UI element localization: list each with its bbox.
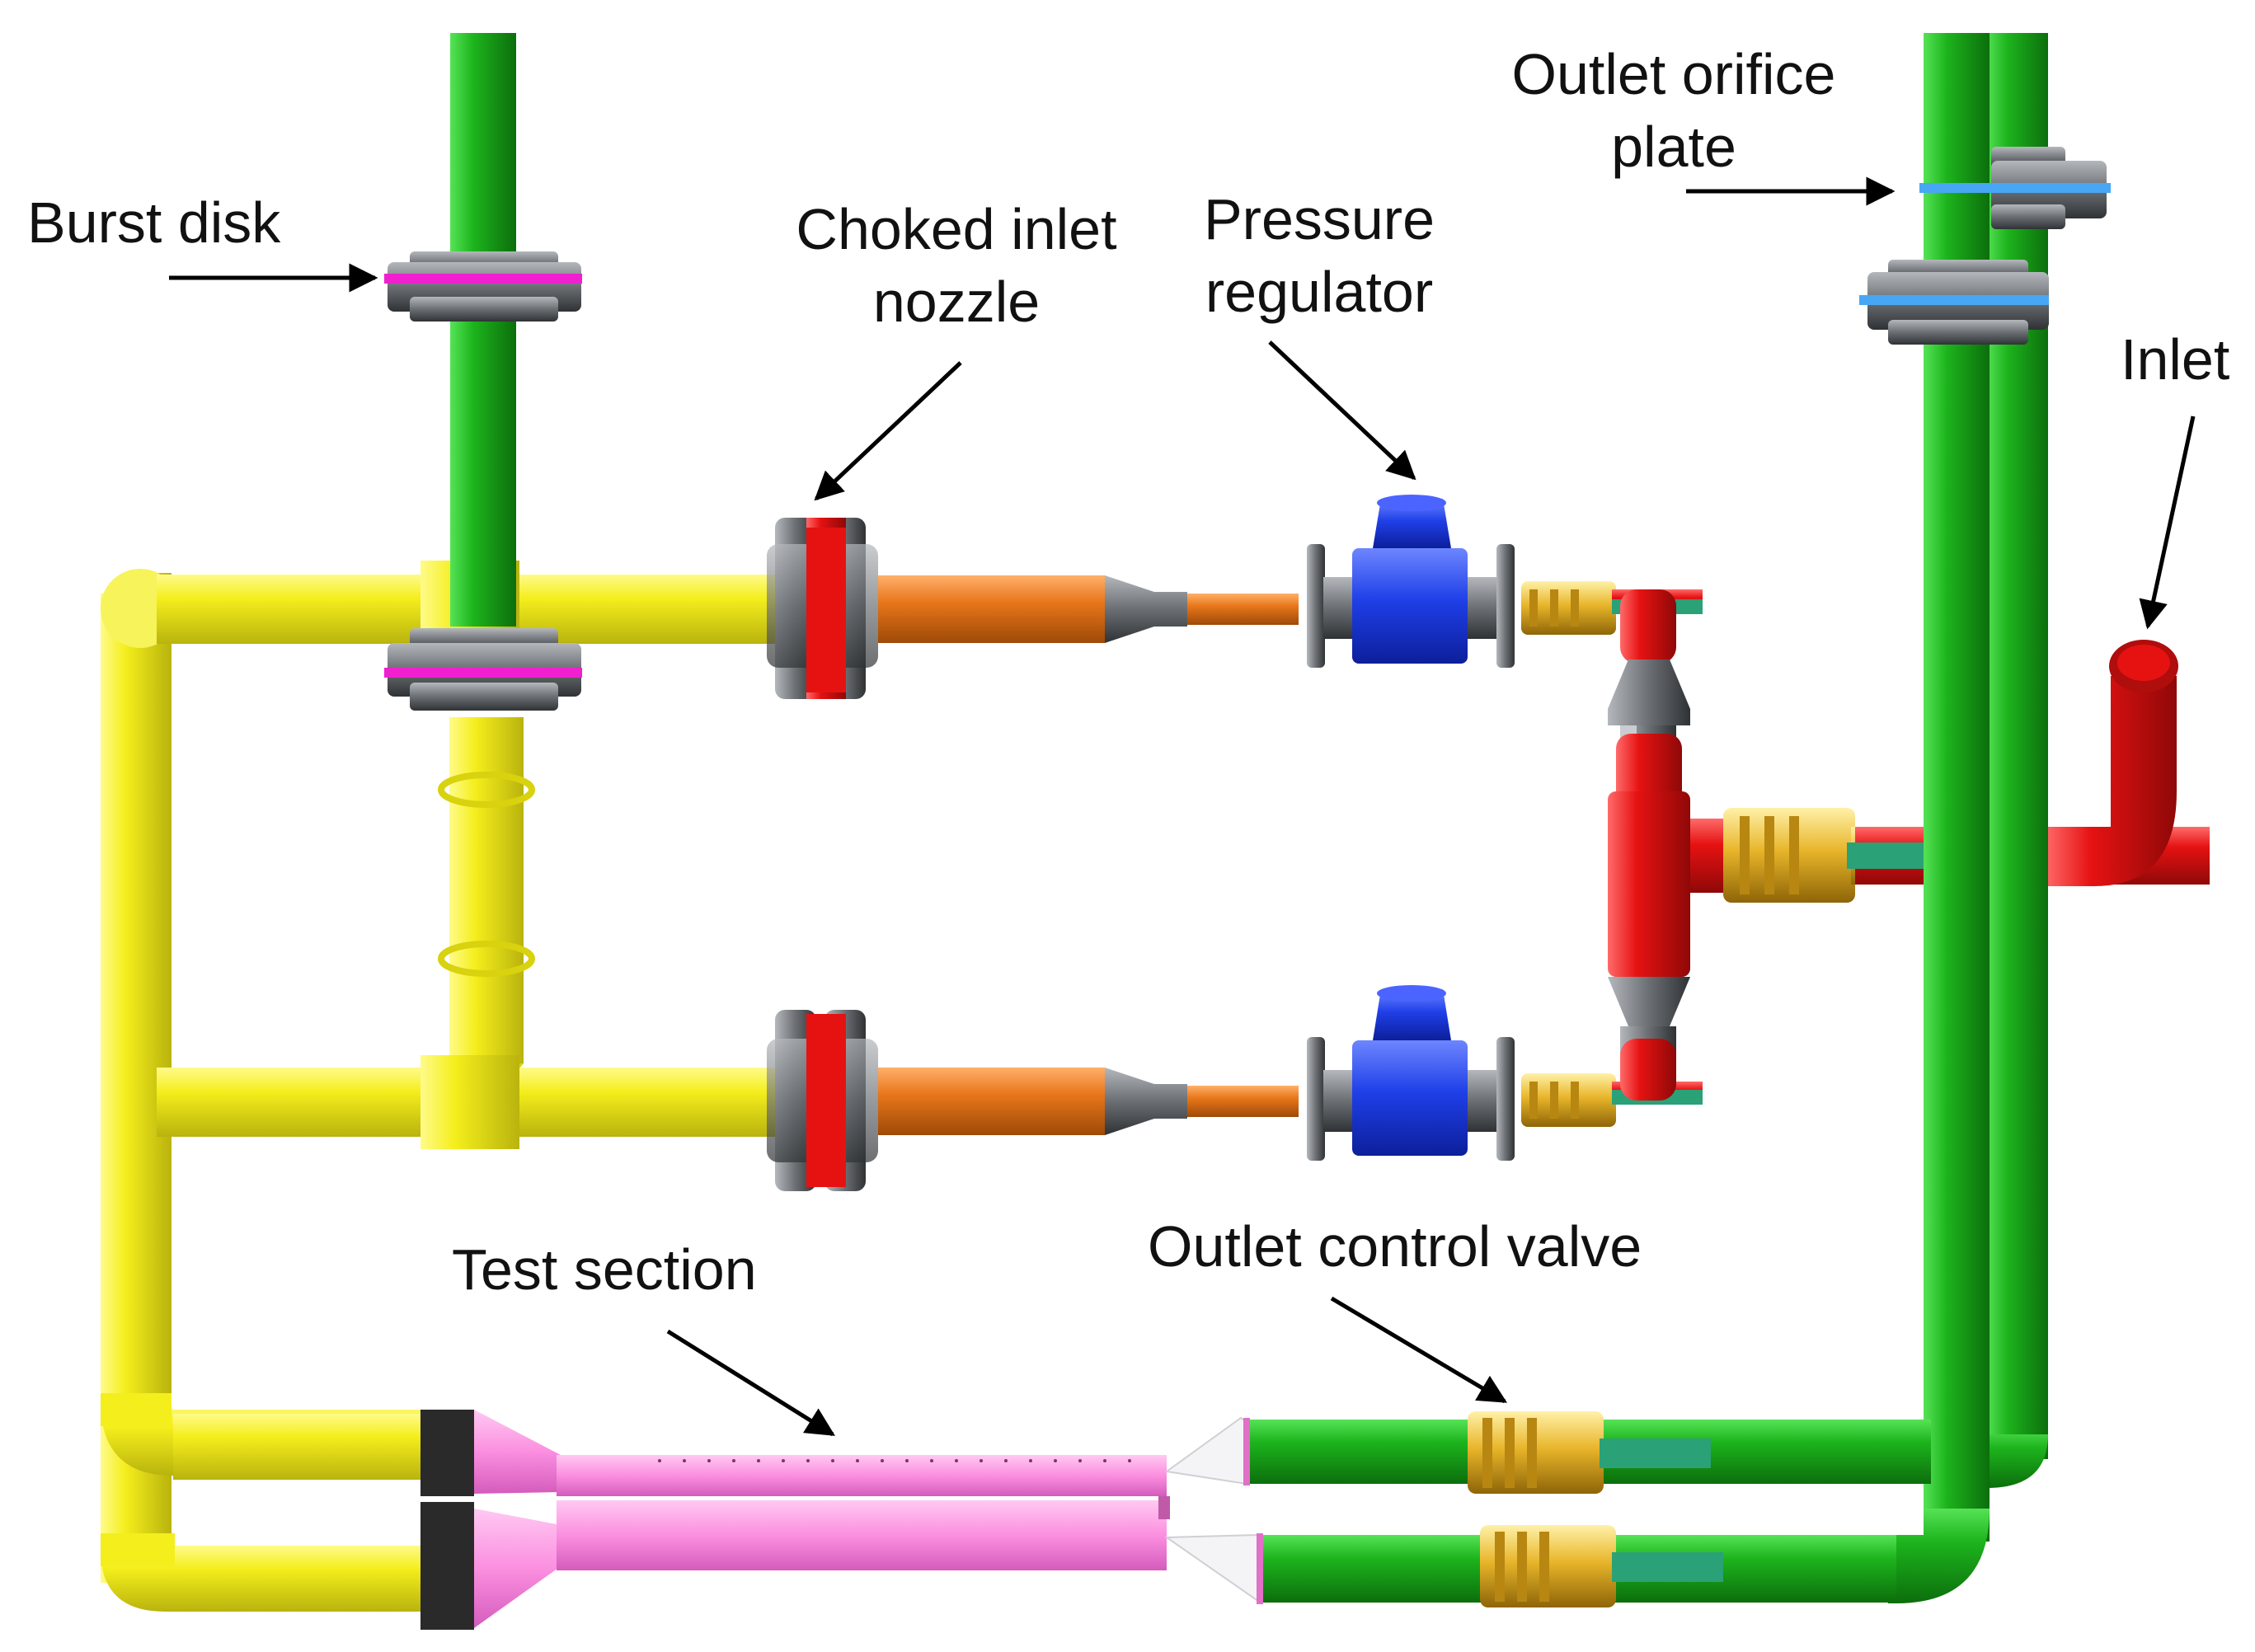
lower-orange-pipe: [878, 1068, 1299, 1135]
lower-pressure-regulator: [1307, 985, 1515, 1161]
label-outlet-orifice-plate: Outlet orifice plate: [1476, 38, 1872, 183]
arrow-choked-nozzle: [814, 361, 962, 501]
annotation-arrows: [169, 176, 2196, 1437]
burst-disk-lower: [384, 628, 582, 711]
label-pressure-regulator: Pressure regulator: [1154, 183, 1484, 328]
label-outlet-orifice-plate-line1: Outlet orifice: [1511, 42, 1836, 106]
outlet-orifice-plate-upper: [1919, 147, 2111, 229]
green-outlet-columns: [1888, 33, 2048, 1603]
label-choked-inlet-nozzle: Choked inlet nozzle: [759, 193, 1154, 338]
outlet-control-valve-upper: [1468, 1411, 1711, 1494]
lower-choked-nozzle: [767, 1010, 878, 1191]
green-burst-column: [450, 33, 516, 627]
upper-orange-pipe: [878, 575, 1299, 643]
arrow-inlet: [2139, 415, 2196, 630]
label-burst-disk: Burst disk: [27, 190, 281, 255]
burst-disk-upper: [384, 251, 582, 321]
test-section: [420, 1410, 1263, 1630]
label-outlet-control-valve: Outlet control valve: [1148, 1214, 1642, 1279]
outlet-control-valve-lower: [1480, 1525, 1723, 1607]
arrow-outlet-control-valve: [1330, 1296, 1508, 1404]
upper-choked-nozzle: [767, 518, 878, 699]
label-pressure-regulator-line1: Pressure: [1203, 187, 1435, 251]
label-choked-inlet-nozzle-line1: Choked inlet: [796, 197, 1117, 261]
label-pressure-regulator-line2: regulator: [1205, 260, 1434, 324]
arrow-pressure-regulator: [1268, 340, 1416, 481]
label-choked-inlet-nozzle-line2: nozzle: [872, 270, 1041, 334]
label-inlet: Inlet: [2121, 327, 2230, 392]
label-test-section: Test section: [452, 1237, 757, 1302]
arrow-test-section: [666, 1329, 835, 1437]
label-outlet-orifice-plate-line2: plate: [1611, 115, 1736, 179]
red-inlet-elbow: [2045, 640, 2178, 886]
upper-pressure-regulator: [1307, 495, 1515, 668]
outlet-orifice-plate-lower: [1859, 260, 2049, 345]
